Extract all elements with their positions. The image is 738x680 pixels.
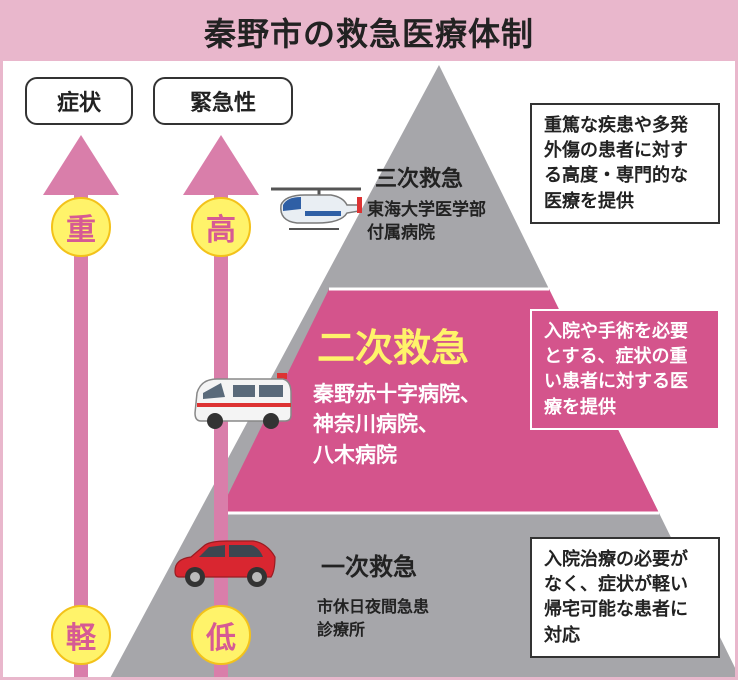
urgency-axis-label: 緊急性	[153, 77, 293, 125]
tertiary-description: 重篤な疾患や多発 外傷の患者に対す る高度・専門的な 医療を提供	[530, 103, 720, 224]
symptom-arrow	[43, 135, 119, 677]
secondary-title: 二次救急	[317, 326, 470, 370]
symptom-high-badge: 重	[51, 197, 111, 257]
primary-title: 一次救急	[321, 553, 417, 581]
car-icon	[174, 540, 276, 587]
urgency-low-badge: 低	[191, 605, 251, 665]
diagram-graphics	[43, 65, 735, 677]
secondary-hospitals: 秦野赤十字病院、 神奈川病院、 八木病院	[313, 382, 481, 467]
urgency-high-badge: 高	[191, 197, 251, 257]
primary-description: 入院治療の必要が なく、症状が軽い 帰宅可能な患者に 対応	[530, 537, 720, 658]
tertiary-hospitals: 東海大学医学部 付属病院	[367, 200, 486, 243]
symptom-low-badge: 軽	[51, 605, 111, 665]
primary-hospitals: 市休日夜間急患 診療所	[317, 597, 430, 640]
secondary-description: 入院や手術を必要 とする、症状の重 い患者に対する医 療を提供	[530, 309, 720, 430]
symptom-axis-label: 症状	[25, 77, 133, 125]
ambulance-icon	[194, 373, 292, 429]
helicopter-icon	[271, 187, 363, 230]
tertiary-title: 三次救急	[375, 167, 464, 192]
page-title: 秦野市の救急医療体制	[3, 3, 735, 61]
